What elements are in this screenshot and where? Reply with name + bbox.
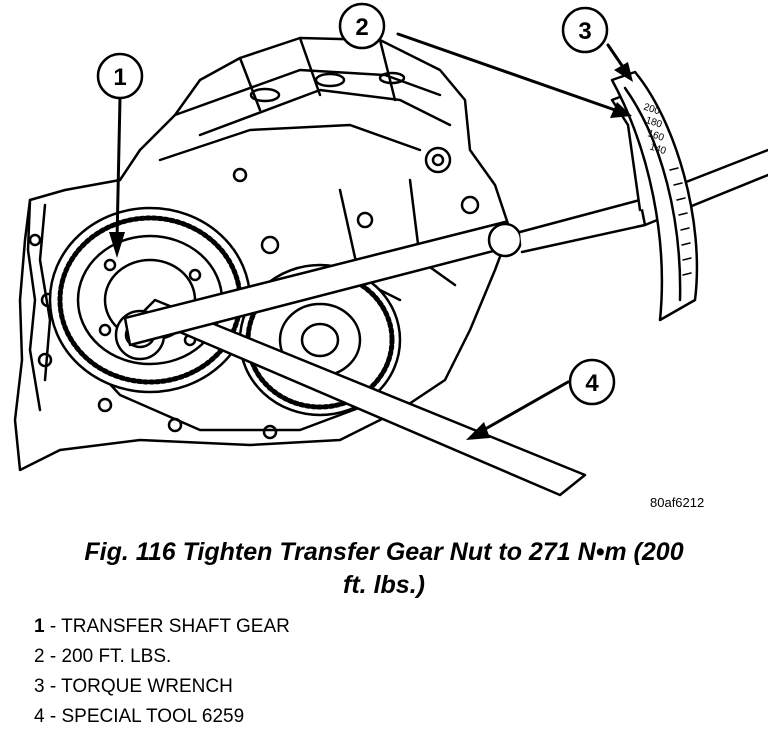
callout-label-4: 4 (585, 370, 599, 397)
callout-arrowheads (109, 62, 633, 440)
legend-separator: - (44, 676, 62, 697)
figure-caption: Fig. 116 Tighten Transfer Gear Nut to 27… (0, 536, 768, 602)
callout-4 (568, 358, 616, 406)
scale-label-180: 180 (644, 115, 664, 131)
scale-label-200: 200 (642, 102, 662, 118)
legend-item: 2 - 200 FT. LBS. (34, 642, 290, 672)
scale-label-140: 140 (648, 141, 668, 157)
legend-text: 200 FT. LBS. (61, 646, 172, 667)
caption-line-1: Fig. 116 Tighten Transfer Gear Nut to 27… (84, 538, 684, 566)
callout-label-3: 3 (578, 18, 591, 45)
legend-separator: - (44, 706, 62, 727)
caption-line-2: ft. lbs.) (343, 571, 425, 599)
legend-number: 1 (34, 616, 45, 637)
callout-2 (338, 2, 386, 50)
callout-3 (561, 6, 609, 54)
legend-separator: - (44, 616, 62, 637)
figure-code: 80af6212 (650, 495, 704, 510)
torque-dial (610, 70, 699, 322)
legend-item: 1 - TRANSFER SHAFT GEAR (34, 612, 290, 642)
transfer-shaft-gear (48, 206, 252, 394)
legend-number: 3 (34, 676, 45, 697)
legend-number: 4 (34, 706, 45, 727)
dial-scale: 200 180 160 140 (642, 102, 668, 158)
legend-item: 3 - TORQUE WRENCH (34, 672, 290, 702)
callout-1 (96, 52, 144, 100)
torque-wrench (123, 93, 768, 347)
callout-label-1: 1 (113, 64, 126, 91)
legend-item: 4 - SPECIAL TOOL 6259 (34, 702, 290, 732)
scale-label-160: 160 (646, 128, 666, 144)
callout-label-2: 2 (355, 14, 368, 41)
legend-text: TRANSFER SHAFT GEAR (61, 616, 290, 637)
torque-procedure-illustration: 1 2 3 4 200 180 160 140 80af6212 (13, 2, 768, 510)
legend-separator: - (44, 646, 62, 667)
legend-text: SPECIAL TOOL 6259 (61, 706, 245, 727)
legend-number: 2 (34, 646, 45, 667)
legend-text: TORQUE WRENCH (61, 676, 233, 697)
legend-list: 1 - TRANSFER SHAFT GEAR 2 - 200 FT. LBS.… (34, 612, 290, 732)
